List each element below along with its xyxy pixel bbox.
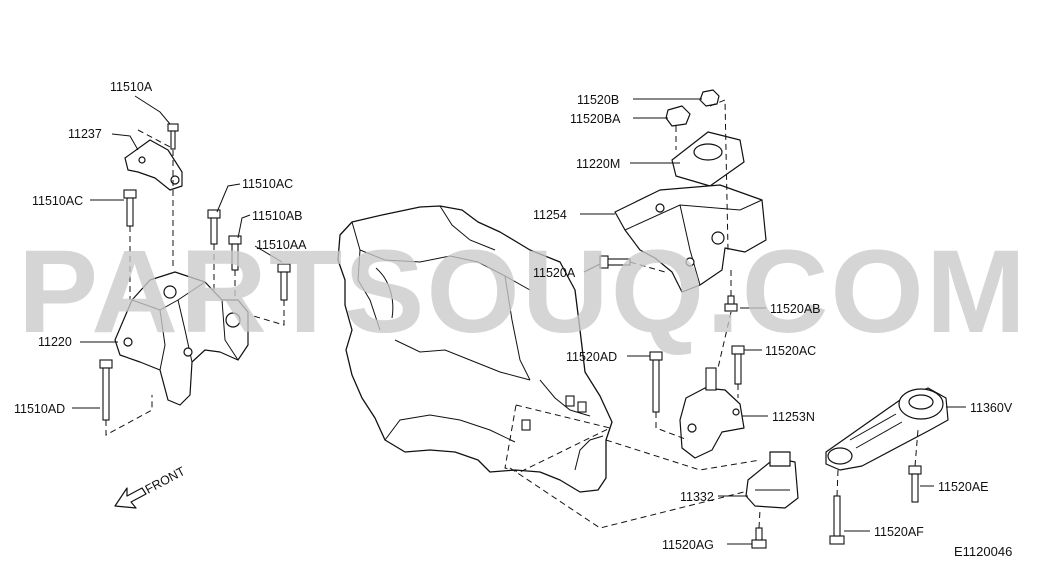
label-11220M: 11220M xyxy=(576,157,620,171)
bolt-11520AF xyxy=(829,495,845,545)
label-11510AA: 11510AA xyxy=(256,238,307,252)
bolt-11520AD xyxy=(649,351,663,413)
label-11520AG: 11520AG xyxy=(662,538,714,552)
bolt-11520AG xyxy=(751,527,767,549)
label-11510AC-right: 11510AC xyxy=(242,177,293,191)
label-11520AE: 11520AE xyxy=(938,480,989,494)
label-11520AD: 11520AD xyxy=(566,350,617,364)
label-11520AB: 11520AB xyxy=(770,302,821,316)
part-labels: 11510A 11237 11510AC 11510AC 11510AB 115… xyxy=(14,80,1013,552)
bolt-11510A xyxy=(167,123,179,150)
bolt-11510AC-left xyxy=(123,189,137,227)
watermark-text: PARTSOUQ.COM xyxy=(18,226,1028,358)
label-11332: 11332 xyxy=(680,490,714,504)
label-11220: 11220 xyxy=(38,335,72,349)
engine-block xyxy=(337,205,613,493)
label-11360V: 11360V xyxy=(970,401,1013,415)
label-11520A: 11520A xyxy=(533,266,576,280)
bolt-11510AD xyxy=(99,359,113,421)
nut-11520B xyxy=(699,89,720,107)
label-11520BA: 11520BA xyxy=(570,112,621,126)
label-11254: 11254 xyxy=(533,208,567,222)
bracket-11253N xyxy=(679,367,745,459)
front-arrow xyxy=(114,487,147,509)
nut-11520BA xyxy=(665,105,691,127)
label-11510A: 11510A xyxy=(110,80,153,94)
label-11520AF: 11520AF xyxy=(874,525,924,539)
diagram-code: E1120046 xyxy=(954,544,1012,559)
front-label: FRONT xyxy=(143,464,188,497)
bolt-11520AE xyxy=(908,465,922,503)
mount-bracket-11220 xyxy=(114,271,249,406)
leader-lines xyxy=(72,95,966,545)
bracket-11237 xyxy=(124,139,183,191)
label-11237: 11237 xyxy=(68,127,102,141)
label-11510AB: 11510AB xyxy=(252,209,303,223)
insulator-11220M xyxy=(671,131,745,187)
label-11510AD: 11510AD xyxy=(14,402,65,416)
torque-rod-11360V xyxy=(825,387,949,471)
label-11520AC: 11520AC xyxy=(765,344,816,358)
label-11253N: 11253N xyxy=(772,410,815,424)
label-11510AC-left: 11510AC xyxy=(32,194,83,208)
insulator-11332 xyxy=(745,451,799,509)
label-11520B: 11520B xyxy=(577,93,619,107)
bracket-11254 xyxy=(614,184,767,293)
